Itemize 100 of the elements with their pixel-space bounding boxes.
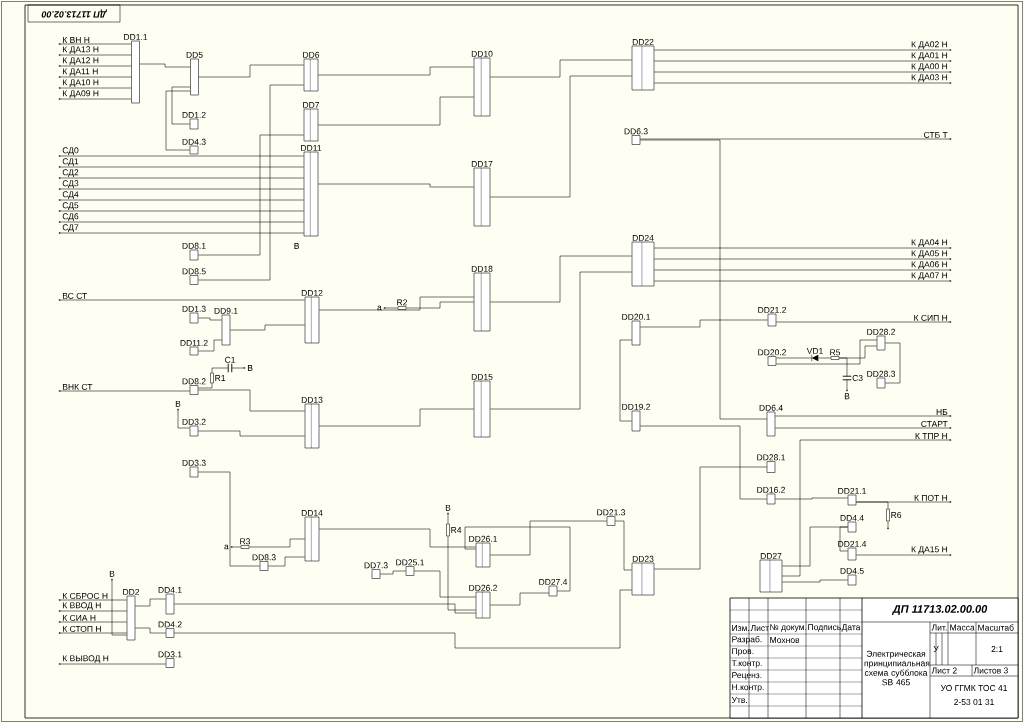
signal-label: К ДА13 Н (62, 46, 99, 54)
node-label: DD27 (760, 552, 782, 559)
node-label: DD18 (471, 265, 493, 272)
signal-label: К ДА10 Н (62, 79, 99, 87)
signal-label: К ДА00 Н (911, 63, 948, 71)
node-label: DD24 (632, 234, 654, 241)
wire (198, 389, 305, 412)
logic-chip: DD3.1 (158, 651, 182, 668)
signal-label: К ДА02 Н (911, 41, 948, 49)
wire (775, 497, 848, 500)
title-block-text: Утв. (731, 697, 747, 703)
wire (58, 43, 132, 45)
resistor: R2 (397, 299, 407, 310)
node-label: DD17 (471, 161, 493, 167)
node-label: DD6.4 (759, 404, 783, 411)
signal-label: К СТОП Н (62, 625, 101, 632)
capacitor: C1 (225, 356, 235, 373)
wire (654, 49, 952, 51)
signal-label: СД6 (62, 213, 79, 221)
wire (887, 521, 889, 530)
wire (846, 379, 848, 392)
node-label: DD13 (301, 396, 323, 403)
node-label: R5 (830, 349, 841, 356)
logic-chip: DD26.1 (469, 535, 497, 568)
signal-label: ВС СТ (62, 292, 88, 299)
node-label: DD15 (471, 373, 493, 380)
node-label: DD8.3 (252, 554, 276, 561)
wire (490, 255, 632, 303)
drawing-number: ДП 11713.02.00.00 (891, 605, 988, 615)
wire (818, 357, 831, 359)
signal-label: К ВВОД Н (62, 602, 101, 610)
logic-chip: DD14 (301, 510, 323, 562)
logic-chip: DD20.2 (758, 349, 786, 366)
wire (775, 415, 952, 417)
title-block-text: 2:1 (991, 646, 1003, 652)
wire (231, 367, 246, 369)
title-block-text: Пров. (732, 648, 754, 656)
node-label: DD11.2 (180, 339, 208, 346)
logic-chip: DD8.1 (182, 242, 206, 261)
node-label: DD1.3 (182, 305, 206, 312)
wire (58, 65, 132, 67)
node-label: DD4.5 (840, 567, 864, 574)
node-label: DD1.2 (182, 111, 206, 118)
node-label: R2 (397, 299, 408, 306)
node-label: R3 (240, 538, 251, 545)
signal-label: К ДА15 Н (911, 546, 948, 554)
wire (174, 603, 476, 614)
node-label: DD26.1 (469, 535, 497, 542)
node-label: R1 (215, 375, 226, 381)
logic-chip: DD28.1 (757, 454, 785, 473)
wire (490, 59, 632, 78)
wire (640, 139, 767, 420)
logic-chip: DD5 (186, 51, 203, 96)
title-block-text: Т.контр. (731, 660, 762, 668)
wire (383, 307, 398, 309)
wire (58, 166, 304, 168)
wire (139, 63, 191, 68)
wire (211, 367, 229, 373)
title-block-text: Подпись (808, 624, 841, 632)
wire (490, 271, 632, 410)
title-block-text: Мохнов (770, 637, 800, 643)
logic-chip: DD19.2 (622, 403, 650, 432)
logic-chip: DD4.3 (182, 138, 206, 155)
wire (165, 90, 191, 151)
node-label: DD11 (301, 145, 322, 151)
title-block-text: Масса (950, 624, 975, 631)
wire (198, 84, 304, 281)
resistor: R5 (830, 349, 841, 360)
signal-label: К ДА05 Н (911, 250, 948, 258)
title-block-text: Реценз. (732, 672, 762, 680)
wire (58, 632, 127, 634)
wire (58, 76, 132, 78)
logic-chip: DD8.5 (182, 268, 206, 285)
wire (654, 258, 952, 260)
wire (58, 54, 132, 56)
node-label: DD16.2 (757, 486, 785, 493)
logic-chip: DD6.4 (759, 404, 783, 437)
logic-chip: DD22 (631, 38, 655, 91)
stamp-box: ДП 11713.02.00 (27, 4, 121, 23)
resistor: R6 (886, 508, 902, 522)
node-label: DD26.2 (469, 584, 497, 591)
wire (58, 610, 127, 612)
logic-chip: DD25.1 (396, 559, 424, 576)
wire (654, 247, 952, 249)
node-label: DD6.3 (624, 128, 648, 135)
wire (775, 427, 952, 429)
signal-label: К ДА11 Н (62, 68, 98, 76)
logic-chip: DD4.5 (840, 567, 864, 586)
wire (654, 280, 952, 282)
node-label: DD3.1 (158, 651, 182, 658)
title-block-text: Дата (841, 624, 861, 632)
logic-chip: DD15 (471, 373, 493, 438)
wire (198, 471, 260, 567)
wire (171, 86, 191, 125)
wire (490, 75, 632, 198)
wire (58, 98, 132, 100)
logic-chip: DD20.1 (622, 313, 650, 346)
wire (654, 269, 952, 271)
wire (58, 177, 304, 179)
node-label: DD21.1 (838, 487, 866, 494)
